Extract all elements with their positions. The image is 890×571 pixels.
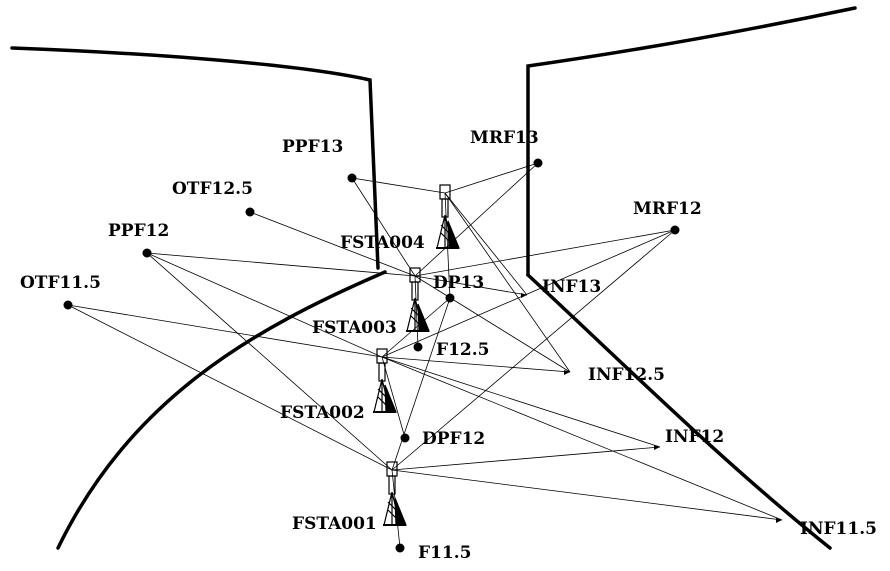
point-label: MRF13 (470, 128, 539, 148)
point-label: INF13 (542, 277, 601, 297)
right-outer-wall (526, 6, 857, 277)
point-marker (400, 433, 410, 443)
point-marker (445, 293, 455, 303)
point-ppf12: PPF12 (108, 221, 169, 258)
total-station-icon (406, 267, 430, 332)
station-label: FSTA001 (292, 514, 377, 534)
point-dp13: DP13 (433, 273, 484, 303)
sight-line (414, 275, 528, 296)
point-marker (63, 300, 73, 310)
station-label: FSTA004 (340, 233, 425, 253)
sight-line (414, 162, 539, 277)
point-otf11-5: OTF11.5 (20, 273, 101, 310)
sight-line (351, 177, 446, 194)
sight-line (391, 446, 661, 471)
left-tunnel-curve (56, 270, 387, 550)
point-f11-5: F11.5 (395, 543, 471, 563)
tunnel-walls (10, 6, 857, 550)
arrow-marker (564, 370, 570, 375)
point-marker (670, 225, 680, 235)
station-label: FSTA002 (280, 403, 365, 423)
point-label: INF12 (665, 427, 724, 447)
sight-line (381, 229, 676, 358)
sight-line (146, 252, 383, 358)
point-otf12-5: OTF12.5 (172, 179, 255, 217)
point-label: OTF11.5 (20, 273, 101, 293)
point-mrf12: MRF12 (633, 199, 702, 235)
sight-line (381, 356, 661, 448)
total-station-icon (436, 184, 460, 249)
point-label: F11.5 (418, 543, 471, 563)
arrow-marker (776, 518, 782, 523)
point-marker (245, 207, 255, 217)
station-fsta003: FSTA003 (312, 267, 430, 338)
sight-line (351, 177, 416, 277)
point-label: INF12.5 (588, 365, 665, 385)
point-inf12: INF12 (654, 427, 724, 450)
point-dpf12: DPF12 (400, 429, 485, 449)
sight-line (146, 252, 393, 471)
right-tunnel-curve (526, 273, 832, 550)
sight-line (414, 275, 571, 373)
sight-line (444, 192, 571, 373)
arrow-marker (654, 445, 660, 450)
sight-line (391, 297, 451, 471)
point-label: PPF12 (108, 221, 169, 241)
total-station-icon (373, 348, 397, 413)
sight-line (146, 252, 416, 277)
sight-line (391, 229, 676, 471)
point-marker (533, 158, 543, 168)
arrow-marker (521, 293, 527, 298)
sight-line (381, 356, 406, 439)
point-marker (142, 248, 152, 258)
sight-line (414, 229, 676, 277)
sight-line (67, 304, 393, 471)
point-label: MRF12 (633, 199, 702, 219)
point-marker (395, 543, 405, 553)
sight-line (67, 304, 383, 358)
left-outer-wall (10, 46, 380, 270)
station-label: FSTA003 (312, 318, 397, 338)
point-inf11-5: INF11.5 (776, 518, 877, 539)
point-marker (347, 173, 357, 183)
sight-line (249, 211, 416, 277)
point-mrf13: MRF13 (470, 128, 543, 168)
sight-line (391, 469, 783, 521)
point-label: F12.5 (436, 340, 489, 360)
sight-line (414, 275, 419, 348)
sight-line (444, 192, 528, 296)
point-inf12-5: INF12.5 (564, 365, 665, 385)
point-marker (413, 342, 423, 352)
point-ppf13: PPF13 (282, 137, 357, 183)
station-fsta002: FSTA002 (280, 348, 397, 423)
sight-line (444, 192, 451, 299)
point-f12-5: F12.5 (413, 340, 489, 360)
total-station-icon (383, 461, 407, 526)
sight-line (381, 356, 783, 521)
point-inf13: INF13 (521, 277, 601, 298)
sight-line (444, 162, 539, 194)
station-fsta001: FSTA001 (292, 461, 407, 534)
sight-line (381, 297, 451, 358)
point-label: PPF13 (282, 137, 343, 157)
station-fsta004: FSTA004 (340, 184, 460, 253)
sight-line (381, 356, 571, 373)
point-label: DP13 (433, 273, 484, 293)
point-label: OTF12.5 (172, 179, 253, 199)
point-label: INF11.5 (800, 519, 877, 539)
sight-lines (67, 162, 783, 549)
point-label: DPF12 (422, 429, 485, 449)
